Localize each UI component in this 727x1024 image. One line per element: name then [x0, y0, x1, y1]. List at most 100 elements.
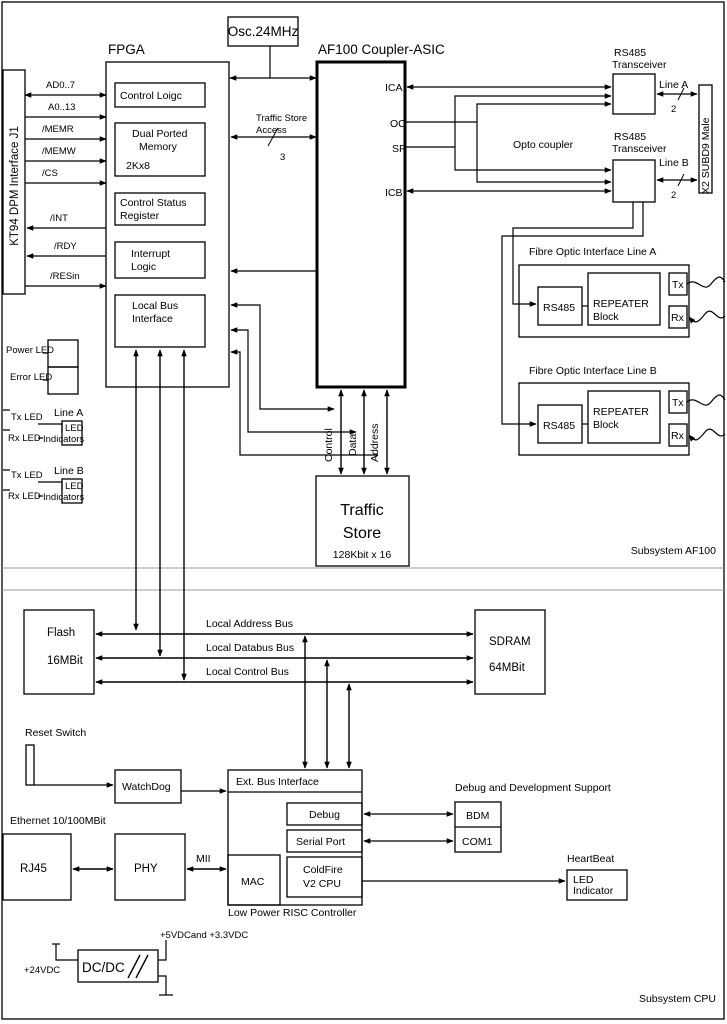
led-indicator-line2: Indicator — [573, 885, 614, 897]
power-input-line — [55, 944, 78, 961]
flash-size: 16MBit — [47, 655, 84, 667]
fibre-b-title: Fibre Optic Interface Line B — [529, 365, 657, 377]
subsystem-cpu-label: Subsystem CPU — [639, 993, 716, 1005]
port-oc: OC — [390, 118, 406, 130]
dcdc-slash-2 — [135, 954, 149, 979]
ts-address-label: Address — [369, 423, 381, 462]
rj45-label: RJ45 — [20, 863, 47, 875]
opto-coupler-label: Opto coupler — [513, 139, 574, 151]
fibre-a-repeater-line1: REPEATER — [593, 298, 649, 310]
serial-port-label: Serial Port — [296, 836, 345, 848]
fibre-b-tx-cable — [686, 394, 726, 406]
line-a-led-indicators — [61, 420, 83, 446]
mac-box — [227, 854, 281, 906]
local-control-bus-label: Local Control Bus — [206, 666, 289, 678]
signal-ad: AD0..7 — [46, 80, 75, 91]
ext-bus-interface-label: Ext. Bus Interface — [236, 776, 319, 788]
asic-title: AF100 Coupler-ASIC — [318, 42, 445, 57]
line-b-tx-led: Tx LED — [11, 470, 43, 481]
signal-memr: /MEMR — [42, 124, 74, 135]
rs485-transceiver-b — [612, 159, 656, 203]
ethernet-label: Ethernet 10/100MBit — [10, 815, 106, 827]
flash-box — [23, 609, 95, 695]
phy-box — [114, 833, 186, 901]
signal-resin: /RESin — [50, 271, 80, 282]
dcdc-slash-1 — [127, 954, 141, 979]
local-address-bus-label: Local Address Bus — [206, 618, 293, 630]
interrupt-logic-box — [114, 241, 206, 279]
fibre-a-repeater — [587, 272, 661, 326]
line-a-led-title: Line A — [54, 407, 83, 419]
reset-switch — [25, 744, 35, 786]
dpm-signals: AD0..7 A0..13 /MEMR /MEMW /CS /INT /RDY … — [24, 80, 107, 289]
ts-control-label: Control — [323, 428, 335, 462]
line-b-led-title: Line B — [54, 465, 84, 477]
traffic-store-size: 128Kbit x 16 — [333, 549, 392, 561]
line-b-rx-led: Rx LED — [8, 491, 41, 502]
rj45-box — [2, 833, 72, 901]
line-a-led-ind2: Indicators — [43, 434, 84, 445]
fibre-b-rx-cable — [688, 428, 726, 442]
control-logic-label: Control Loigc — [120, 90, 182, 102]
lbi-line2: Interface — [132, 313, 173, 325]
flash-title: Flash — [47, 627, 75, 639]
fpga-asic-address — [230, 349, 378, 456]
fibre-b-repeater — [587, 390, 661, 444]
fibre-b-rx — [668, 423, 688, 447]
ground-line — [158, 975, 173, 996]
rs485-transceiver-a — [612, 73, 656, 115]
csr-line1: Control Status — [120, 197, 187, 209]
traffic-access-line2: Access — [256, 125, 287, 136]
traffic-store-line1: Traffic — [340, 502, 384, 519]
line-a-label: Line A — [659, 79, 688, 91]
heartbeat-label: HeartBeat — [567, 853, 614, 865]
signal-memw: /MEMW — [42, 146, 76, 157]
fibre-b-rs485-label: RS485 — [543, 420, 575, 432]
port-sf: SF — [392, 143, 405, 155]
dcdc-label: DC/DC — [82, 960, 125, 975]
led-leads — [43, 352, 48, 381]
sf-to-a-arrow — [454, 93, 612, 147]
fibre-a-rx-label: Rx — [671, 312, 685, 324]
sdram-title: SDRAM — [489, 636, 531, 648]
rs485-a-line1: RS485 — [614, 47, 646, 59]
power-in-label: +24VDC — [24, 965, 60, 976]
line-b-width: 2 — [671, 190, 676, 201]
rs485-b-line2: Transceiver — [612, 143, 667, 155]
trx-to-fibre-b — [501, 202, 644, 427]
led-edge-ticks — [3, 409, 10, 491]
serial-port-box — [286, 829, 363, 853]
lbi-line1: Local Bus — [132, 300, 178, 312]
mii-label: MII — [196, 853, 211, 865]
com1-label: COM1 — [462, 836, 492, 848]
line-b-label: Line B — [659, 157, 689, 169]
line-a-slash — [677, 87, 685, 101]
phy-label: PHY — [134, 863, 158, 875]
oc-to-a-arrow — [476, 101, 612, 122]
ts-data-label: Data — [347, 434, 359, 456]
error-led-label: Error LED — [10, 372, 52, 383]
rs485-a-line2: Transceiver — [612, 59, 667, 71]
error-led — [47, 366, 79, 395]
line-a-led-ind1: LED — [65, 423, 84, 434]
line-a-rx-led: Rx LED — [8, 433, 41, 444]
oscillator-label: Osc.24MHz — [228, 24, 299, 39]
traffic-access-line1: Traffic Store — [256, 113, 307, 124]
fibre-optic-b-box — [518, 382, 690, 456]
sf-to-b-arrow — [405, 146, 612, 173]
fibre-a-repeater-line2: Block — [593, 311, 619, 323]
led-indicator-line1: LED — [573, 874, 594, 886]
debug-support-label: Debug and Development Support — [455, 782, 611, 794]
debug-label: Debug — [309, 809, 340, 821]
dpm-line2: Memory — [139, 141, 178, 153]
fibre-b-tx-label: Tx — [672, 397, 684, 409]
line-a-tx-lead — [38, 423, 63, 432]
trx-to-fibre-a — [512, 202, 634, 307]
control-status-register-box — [114, 192, 206, 226]
line-b-led-ind1: LED — [65, 481, 84, 492]
fibre-a-rx — [668, 305, 688, 329]
asic-box — [315, 60, 407, 389]
line-b-led-ind2: Indicators — [43, 492, 84, 503]
watchdog-label: WatchDog — [122, 781, 171, 793]
